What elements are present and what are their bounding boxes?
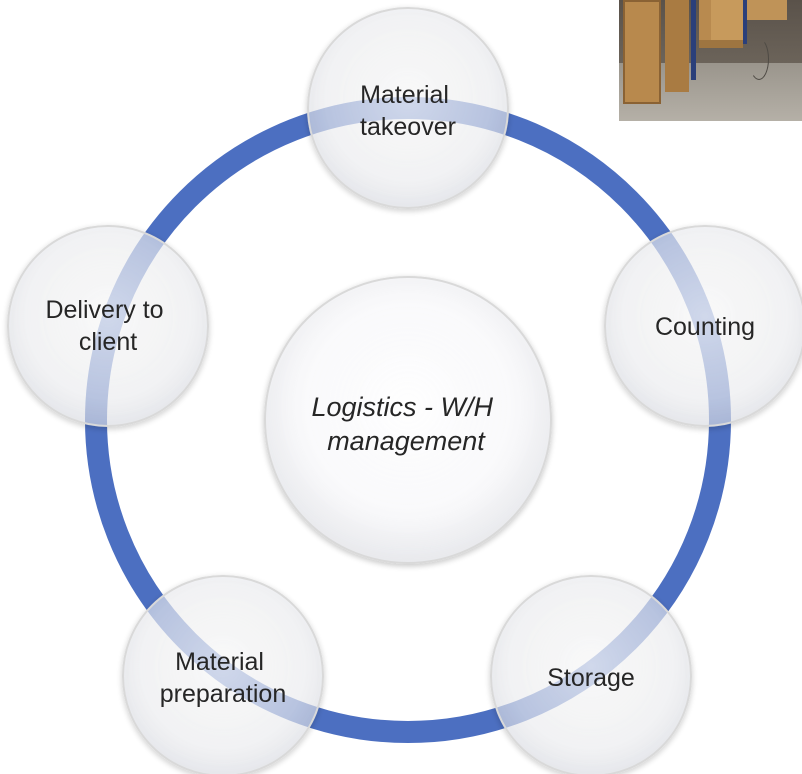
warehouse-shelves-photo — [619, 0, 802, 121]
node-label-line1: Delivery to — [45, 296, 163, 324]
svg-text:Counting: Counting — [655, 313, 755, 341]
node-label-line1: Material — [360, 81, 449, 109]
node-label-line1: Storage — [547, 664, 635, 692]
svg-text:Logistics - W/H management: Logistics - W/H management — [311, 392, 500, 456]
svg-text:Storage: Storage — [547, 664, 635, 692]
node-material-takeover: Material takeover — [307, 7, 509, 209]
node-label-line2: takeover — [360, 113, 456, 141]
photo-cable — [749, 38, 769, 80]
node-label-line2: preparation — [160, 680, 286, 708]
photo-rack-post-right — [743, 0, 747, 44]
photo-rack-post — [691, 0, 696, 80]
center-node — [264, 276, 552, 564]
node-counting: Counting — [604, 225, 802, 427]
photo-boxes-right — [747, 0, 787, 20]
svg-text:Material takeover: Material takeover — [360, 81, 456, 141]
node-label-line1: Material — [175, 648, 264, 676]
center-label-line2: management — [327, 426, 486, 456]
center-label-line1: Logistics - W/H — [311, 392, 493, 422]
svg-text:Material preparation: Material preparation — [160, 648, 286, 708]
node-label-line2: client — [79, 328, 137, 356]
node-delivery-to-client: Delivery to client — [7, 225, 209, 427]
photo-shelf-left — [623, 0, 661, 104]
photo-boxes — [699, 0, 743, 48]
photo-shelf-middle — [665, 0, 689, 92]
node-label-line1: Counting — [655, 313, 755, 341]
node-storage: Storage — [490, 575, 692, 774]
svg-text:Delivery to client: Delivery to client — [45, 296, 170, 356]
node-material-preparation: Material preparation — [122, 575, 324, 774]
